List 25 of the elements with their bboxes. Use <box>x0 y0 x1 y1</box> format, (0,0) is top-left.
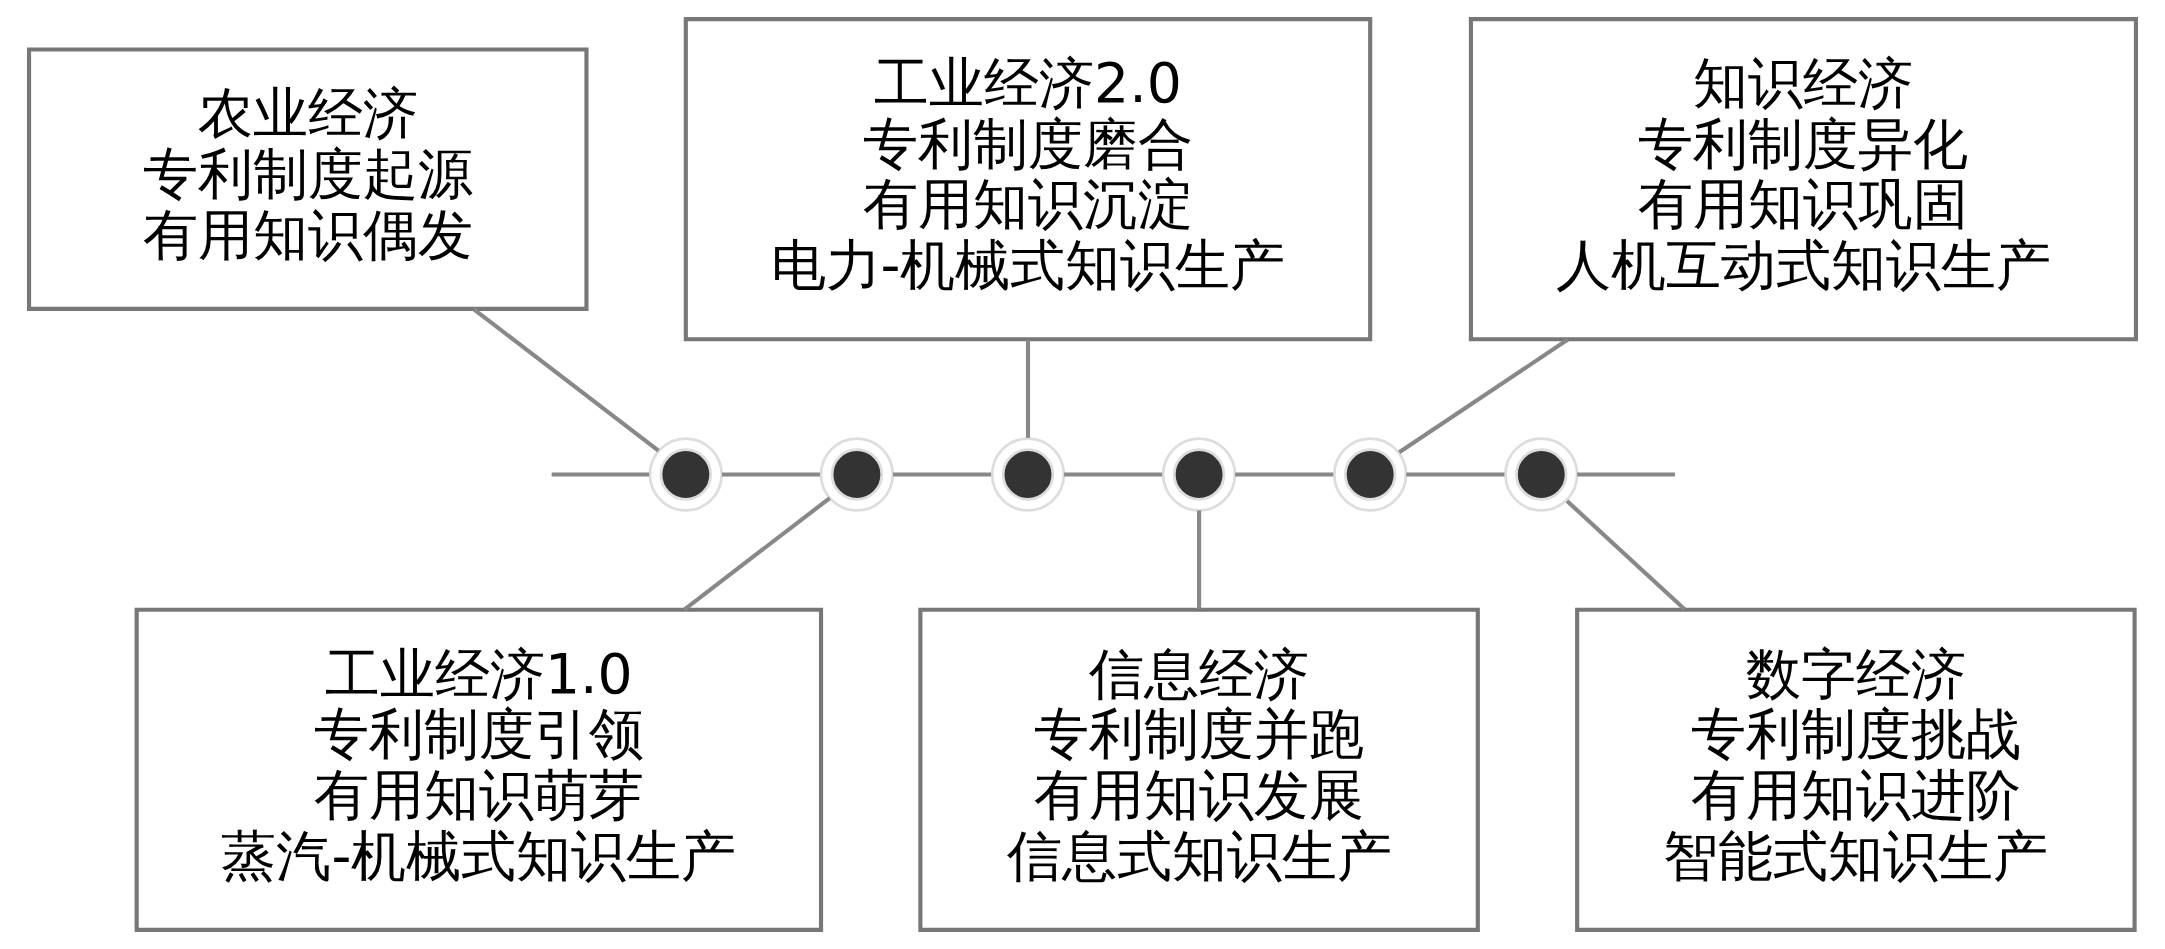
node-box: 农业经济 专利制度起源 有用知识偶发 <box>26 47 589 311</box>
connector <box>683 496 831 612</box>
node-box: 数字经济 专利制度挑战 有用知识进阶 智能式知识生产 <box>1575 607 2137 932</box>
connector <box>1235 472 1334 477</box>
node-circle <box>819 437 895 512</box>
node-box: 工业经济2.0 专利制度磨合 有用知识沉淀 电力-机械式知识生产 <box>683 17 1373 342</box>
node-circle <box>1332 437 1408 512</box>
connector <box>1565 499 1686 611</box>
node-circle <box>1161 437 1237 512</box>
connector <box>1197 510 1202 610</box>
node-circle <box>648 437 724 512</box>
connector <box>472 307 660 453</box>
connector <box>1406 472 1505 477</box>
node-circle <box>990 437 1066 512</box>
connector <box>1064 472 1163 477</box>
node-box: 知识经济 专利制度异化 有用知识巩固 人机互动式知识生产 <box>1468 17 2139 342</box>
connector <box>1577 472 1675 477</box>
connector <box>1025 339 1031 438</box>
connector <box>893 472 992 477</box>
node-box: 信息经济 专利制度并跑 有用知识发展 信息式知识生产 <box>918 607 1480 932</box>
node-circle <box>1504 437 1579 512</box>
connector <box>551 472 650 477</box>
connector <box>721 472 820 477</box>
node-box: 工业经济1.0 专利制度引领 有用知识萌芽 蒸汽-机械式知识生产 <box>134 607 824 932</box>
connector <box>1398 337 1569 454</box>
